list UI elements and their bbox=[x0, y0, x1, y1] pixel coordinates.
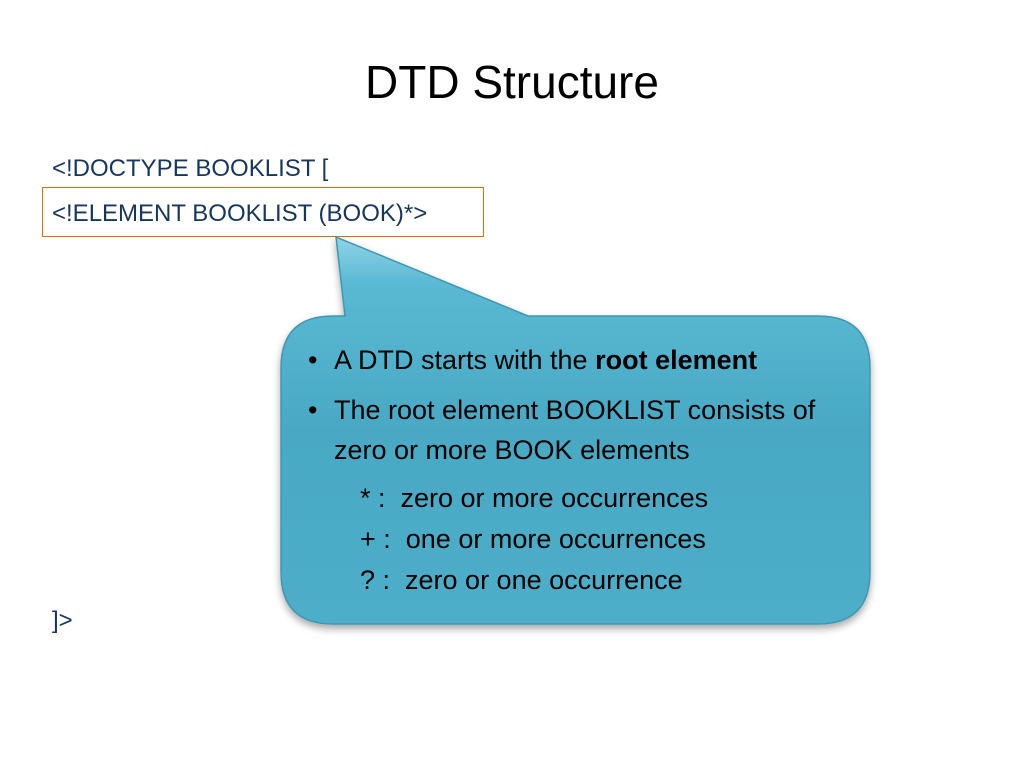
callout-content: • A DTD starts with the root element • T… bbox=[300, 340, 860, 601]
doctype-open-line: <!DOCTYPE BOOKLIST [ bbox=[52, 155, 329, 182]
bullet-marker: • bbox=[308, 345, 318, 375]
element-declaration-line: <!ELEMENT BOOKLIST (BOOK)*> bbox=[52, 200, 428, 227]
callout-bubble bbox=[280, 235, 871, 625]
bullet-text: A DTD starts with the bbox=[334, 345, 596, 375]
element-highlight-box bbox=[42, 187, 484, 237]
occurrence-item: ? : zero or one occurrence bbox=[360, 565, 683, 595]
bullet-marker: • bbox=[308, 395, 318, 425]
occurrence-item: + : one or more occurrences bbox=[360, 524, 706, 554]
doctype-close-line: ]> bbox=[52, 607, 73, 634]
occurrence-item: * : zero or more occurrences bbox=[360, 483, 709, 513]
callout-bullet-booklist: • The root element BOOKLIST consists of … bbox=[300, 390, 860, 470]
bullet-bold-text: root element bbox=[595, 345, 758, 375]
bullet-text: The root element BOOKLIST consists of ze… bbox=[334, 395, 816, 465]
occurrence-list: * : zero or more occurrences + : one or … bbox=[300, 478, 860, 601]
callout-bullet-root-element: • A DTD starts with the root element bbox=[300, 340, 860, 380]
slide-title: DTD Structure bbox=[365, 56, 659, 108]
